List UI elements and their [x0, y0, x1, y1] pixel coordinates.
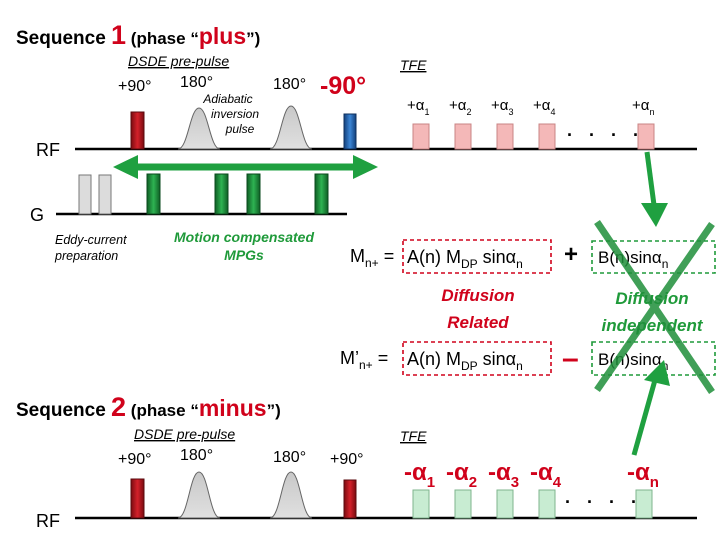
eq1-plus: + [564, 241, 578, 268]
seq2-alpha-labels: -α1 -α2 -α3 -α4 -αn [404, 459, 659, 491]
seq2-pulse-180b [269, 471, 313, 519]
adiabatic-label-2: inversion [211, 107, 259, 121]
seq1-tfe-block [496, 123, 514, 150]
g-label: G [30, 205, 44, 225]
diffusion-related-label-2: Related [447, 313, 509, 332]
seq1-label-180a: 180° [180, 74, 213, 91]
eq2-minus: – [562, 342, 579, 375]
eddy-gradient-2 [98, 174, 112, 215]
seq2-tfe-block [635, 489, 653, 519]
eq2-term-a: A(n) MDP sinαn [407, 349, 523, 373]
seq2-tfe-block [538, 489, 556, 519]
seq1-pulse-90 [130, 111, 145, 150]
cancel-cross-mark [594, 220, 715, 394]
adiabatic-label-1: Adiabatic [202, 92, 252, 106]
eddy-label-1: Eddy-current [55, 233, 127, 247]
adiabatic-label-3: pulse [225, 122, 255, 136]
seq2-alpha-label: -α1 [404, 459, 435, 491]
mpg-gradient-3 [246, 173, 261, 215]
seq1-alpha-label: +αn [632, 97, 654, 117]
arrow-from-seq1-alpha-n [641, 151, 668, 227]
seq2-pulse-90b [343, 479, 357, 519]
eddy-label-2: preparation [54, 249, 118, 263]
seq1-label-neg90: -90° [320, 72, 366, 100]
seq1-dots: . . . . [567, 120, 644, 140]
seq1-label-plus90: +90° [118, 78, 152, 95]
seq2-rf-label: RF [36, 511, 60, 531]
eq1-term-a: A(n) MDP sinαn [407, 247, 523, 271]
seq2-pulse-90a [130, 478, 145, 519]
seq2-tfe-label: TFE [400, 428, 427, 444]
eq1-term-b: B(n)sinαn [598, 248, 668, 271]
eq2-diffusion-box [402, 341, 552, 376]
mpg-label-1: Motion compensated [174, 229, 314, 245]
eddy-gradient-1 [78, 174, 92, 215]
eq1-lhs: Mn+ = [350, 246, 394, 270]
mpg-gradient-1 [146, 173, 161, 215]
seq1-pulse-180a [177, 107, 221, 150]
seq1-tfe-blocks [412, 123, 655, 150]
seq1-alpha-labels: +α1 +α2 +α3 +α4 +αn [407, 97, 654, 117]
mpg-gradient-4 [314, 173, 329, 215]
seq2-tfe-block [412, 489, 430, 519]
seq2-dots: . . . . [565, 487, 642, 507]
eq2-lhs: M’n+ = [340, 348, 388, 372]
seq1-label-180b: 180° [273, 76, 306, 93]
seq2-alpha-label: -α3 [488, 459, 519, 491]
seq2-pulse-180a [177, 471, 221, 519]
eq1-diffusion-box [402, 239, 552, 274]
eq1-independent-box [591, 240, 716, 274]
seq1-pulse-neg90 [343, 113, 357, 150]
mpg-label-2: MPGs [224, 247, 264, 263]
seq2-alpha-label: -α2 [446, 459, 477, 491]
motion-comp-double-arrow [113, 155, 378, 179]
diffusion-related-label-1: Diffusion [441, 286, 514, 305]
seq1-pulse-180b [269, 105, 313, 150]
seq1-alpha-label: +α3 [491, 97, 513, 117]
seq2-dsde-label: DSDE pre-pulse [134, 426, 235, 442]
seq2-title: Sequence 2 (phase “minus”) [16, 392, 281, 422]
diffusion-independent-label-2: independent [601, 316, 703, 335]
seq1-alpha-label: +α2 [449, 97, 471, 117]
seq1-dsde-label: DSDE pre-pulse [128, 53, 229, 69]
seq1-alpha-label: +α1 [407, 97, 429, 117]
seq1-tfe-block [454, 123, 472, 150]
seq2-alpha-label: -αn [627, 459, 659, 491]
seq2-label-plus90b: +90° [330, 451, 364, 468]
seq2-tfe-blocks [412, 489, 653, 519]
seq1-tfe-block [412, 123, 430, 150]
seq1-tfe-label: TFE [400, 57, 427, 73]
mpg-gradient-2 [214, 173, 229, 215]
seq2-tfe-block [454, 489, 472, 519]
seq2-label-180b: 180° [273, 449, 306, 466]
seq1-rf-label: RF [36, 140, 60, 160]
arrow-from-seq2-alpha-n [631, 360, 670, 456]
seq2-label-plus90a: +90° [118, 451, 152, 468]
seq1-tfe-block [538, 123, 556, 150]
seq2-alpha-label: -α4 [530, 459, 562, 491]
seq1-title: Sequence 1 (phase “plus”) [16, 20, 260, 50]
seq2-tfe-block [496, 489, 514, 519]
seq2-label-180a: 180° [180, 447, 213, 464]
seq1-alpha-label: +α4 [533, 97, 555, 117]
seq1-tfe-block [637, 123, 655, 150]
